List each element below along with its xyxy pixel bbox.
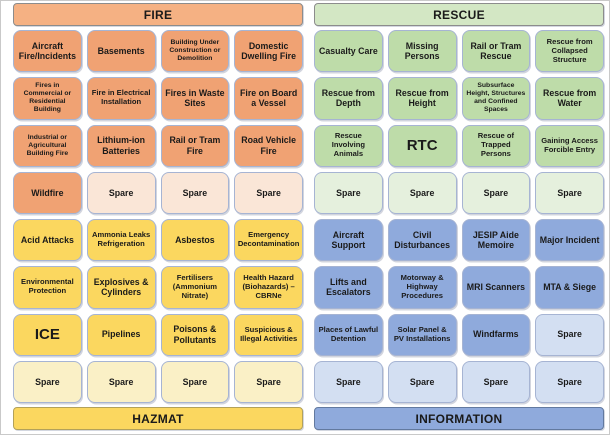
tile-spare[interactable]: Spare <box>86 360 156 403</box>
tile-rescue-from-collapsed-structure[interactable]: Rescue from Collapsed Structure <box>535 30 604 73</box>
tile-building-under-construction-or-demolition[interactable]: Building Under Construction or Demolitio… <box>160 30 230 73</box>
rescue-section-header: RESCUE <box>314 3 604 26</box>
tile-rescue-of-trapped-persons[interactable]: Rescue of Trapped Persons <box>461 124 531 167</box>
tile-acid-attacks[interactable]: Acid Attacks <box>13 219 82 262</box>
tile-spare[interactable]: Spare <box>13 360 82 403</box>
tile-spare[interactable]: Spare <box>160 360 230 403</box>
tile-ice[interactable]: ICE <box>13 313 82 356</box>
tile-aircraft-fire-incidents[interactable]: Aircraft Fire/Incidents <box>13 30 82 73</box>
tile-solar-panel-pv-installations[interactable]: Solar Panel & PV Installations <box>387 313 457 356</box>
tile-civil-disturbances[interactable]: Civil Disturbances <box>387 219 457 262</box>
tile-mri-scanners[interactable]: MRI Scanners <box>461 266 531 309</box>
tile-fertilisers-ammonium-nitrate[interactable]: Fertilisers (Ammonium Nitrate) <box>160 266 230 309</box>
tile-asbestos[interactable]: Asbestos <box>160 219 230 262</box>
tile-missing-persons[interactable]: Missing Persons <box>387 30 457 73</box>
tile-jesip-aide-memoire[interactable]: JESIP Aide Memoire <box>461 219 531 262</box>
tile-spare[interactable]: Spare <box>461 171 531 214</box>
tile-major-incident[interactable]: Major Incident <box>535 219 604 262</box>
tile-spare[interactable]: Spare <box>86 171 156 214</box>
tile-industrial-or-agricultural-building-fire[interactable]: Industrial or Agricultural Building Fire <box>13 124 82 167</box>
tile-fire-on-board-a-vessel[interactable]: Fire on Board a Vessel <box>234 77 303 120</box>
tile-spare[interactable]: Spare <box>234 360 303 403</box>
tile-rescue-involving-animals[interactable]: Rescue Involving Animals <box>314 124 383 167</box>
tile-casualty-care[interactable]: Casualty Care <box>314 30 383 73</box>
tile-ammonia-leaks-refrigeration[interactable]: Ammonia Leaks Refrigeration <box>86 219 156 262</box>
tile-spare[interactable]: Spare <box>535 313 604 356</box>
tile-fires-in-waste-sites[interactable]: Fires in Waste Sites <box>160 77 230 120</box>
hazmat-section-footer: HAZMAT <box>13 407 303 430</box>
tile-places-of-lawful-detention[interactable]: Places of Lawful Detention <box>314 313 383 356</box>
tile-rescue-from-depth[interactable]: Rescue from Depth <box>314 77 383 120</box>
tile-spare[interactable]: Spare <box>387 171 457 214</box>
tile-rescue-from-water[interactable]: Rescue from Water <box>535 77 604 120</box>
tile-windfarms[interactable]: Windfarms <box>461 313 531 356</box>
tile-rtc[interactable]: RTC <box>387 124 457 167</box>
tile-wildfire[interactable]: Wildfire <box>13 171 82 214</box>
tile-health-hazard-biohazards-cbrne[interactable]: Health Hazard (Biohazards) – CBRNe <box>234 266 303 309</box>
tile-mta-siege[interactable]: MTA & Siege <box>535 266 604 309</box>
information-section-footer: INFORMATION <box>314 407 604 430</box>
tile-domestic-dwelling-fire[interactable]: Domestic Dwelling Fire <box>234 30 303 73</box>
tile-fire-in-electrical-installation[interactable]: Fire in Electrical Installation <box>86 77 156 120</box>
tile-environmental-protection[interactable]: Environmental Protection <box>13 266 82 309</box>
tile-spare[interactable]: Spare <box>160 171 230 214</box>
tile-poisons-pollutants[interactable]: Poisons & Pollutants <box>160 313 230 356</box>
tile-spare[interactable]: Spare <box>314 171 383 214</box>
tile-spare[interactable]: Spare <box>314 360 383 403</box>
tile-spare[interactable]: Spare <box>234 171 303 214</box>
tile-suspicious-illegal-activities[interactable]: Suspicious & Illegal Activities <box>234 313 303 356</box>
tile-subsurface-height-structures-and-confined-spaces[interactable]: Subsurface Height, Structures and Confin… <box>461 77 531 120</box>
tile-motorway-highway-procedures[interactable]: Motorway & Highway Procedures <box>387 266 457 309</box>
tile-road-vehicle-fire[interactable]: Road Vehicle Fire <box>234 124 303 167</box>
tile-pipelines[interactable]: Pipelines <box>86 313 156 356</box>
tile-aircraft-support[interactable]: Aircraft Support <box>314 219 383 262</box>
tile-explosives-cylinders[interactable]: Explosives & Cylinders <box>86 266 156 309</box>
tile-spare[interactable]: Spare <box>461 360 531 403</box>
tile-gaining-access-forcible-entry[interactable]: Gaining Access Forcible Entry <box>535 124 604 167</box>
tile-rescue-from-height[interactable]: Rescue from Height <box>387 77 457 120</box>
tile-lifts-and-escalators[interactable]: Lifts and Escalators <box>314 266 383 309</box>
tile-spare[interactable]: Spare <box>387 360 457 403</box>
tile-lithium-ion-batteries[interactable]: Lithium-ion Batteries <box>86 124 156 167</box>
tile-spare[interactable]: Spare <box>535 360 604 403</box>
fire-section-header: FIRE <box>13 3 303 26</box>
tile-fires-in-commercial-or-residential-building[interactable]: Fires in Commercial or Residential Build… <box>13 77 82 120</box>
tile-rail-or-tram-fire[interactable]: Rail or Tram Fire <box>160 124 230 167</box>
tile-basements[interactable]: Basements <box>86 30 156 73</box>
tile-emergency-decontamination[interactable]: Emergency Decontamination <box>234 219 303 262</box>
tile-spare[interactable]: Spare <box>535 171 604 214</box>
tile-rail-or-tram-rescue[interactable]: Rail or Tram Rescue <box>461 30 531 73</box>
